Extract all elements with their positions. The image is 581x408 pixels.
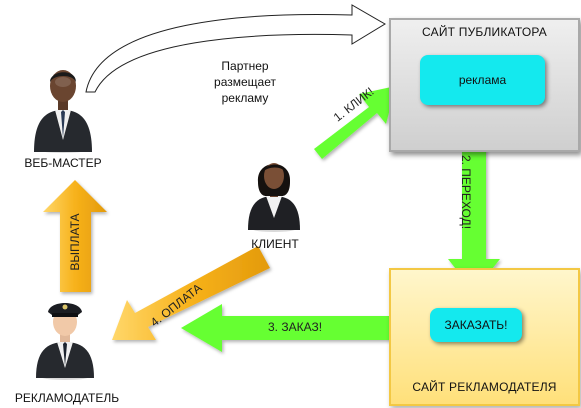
order-label: 3. ЗАКАЗ!	[268, 320, 323, 334]
transition-label: 2. ПЕРЕХОД!	[459, 154, 473, 230]
pilot-businessman-icon	[36, 303, 94, 380]
payout-label: ВЫПЛАТА	[68, 213, 82, 271]
businessman-icon	[34, 70, 92, 153]
advertiser-site-box: ЗАКАЗАТЬ! САЙТ РЕКЛАМОДАТЕЛЯ	[389, 268, 580, 406]
ad-banner-label: реклама	[458, 73, 507, 87]
webmaster-label: ВЕБ-МАСТЕР	[24, 156, 102, 170]
woman-client-icon	[248, 163, 300, 232]
publisher-site-box: САЙТ ПУБЛИКАТОРА реклама	[389, 18, 580, 152]
partner-note: Партнер размещает рекламу	[200, 58, 290, 106]
order-arrow	[181, 304, 420, 352]
payout-arrow	[43, 180, 107, 292]
partner-note-line-1: Партнер	[221, 59, 269, 73]
ad-banner[interactable]: реклама	[420, 55, 545, 105]
client-label: КЛИЕНТ	[251, 237, 299, 251]
click-arrow	[314, 86, 396, 159]
transition-arrow	[448, 110, 500, 292]
payment-arrow	[112, 246, 270, 340]
order-button-label: ЗАКАЗАТЬ!	[444, 318, 508, 332]
publisher-site-title: САЙТ ПУБЛИКАТОРА	[422, 25, 547, 39]
advertiser-site-title: САЙТ РЕКЛАМОДАТЕЛЯ	[412, 380, 557, 394]
order-button[interactable]: ЗАКАЗАТЬ!	[430, 308, 522, 342]
partner-note-line-2: размещает	[214, 75, 276, 89]
partner-note-line-3: рекламу	[221, 91, 269, 105]
advertiser-label: РЕКЛАМОДАТЕЛЬ	[14, 391, 120, 405]
partner-curve-arrow	[85, 4, 386, 93]
